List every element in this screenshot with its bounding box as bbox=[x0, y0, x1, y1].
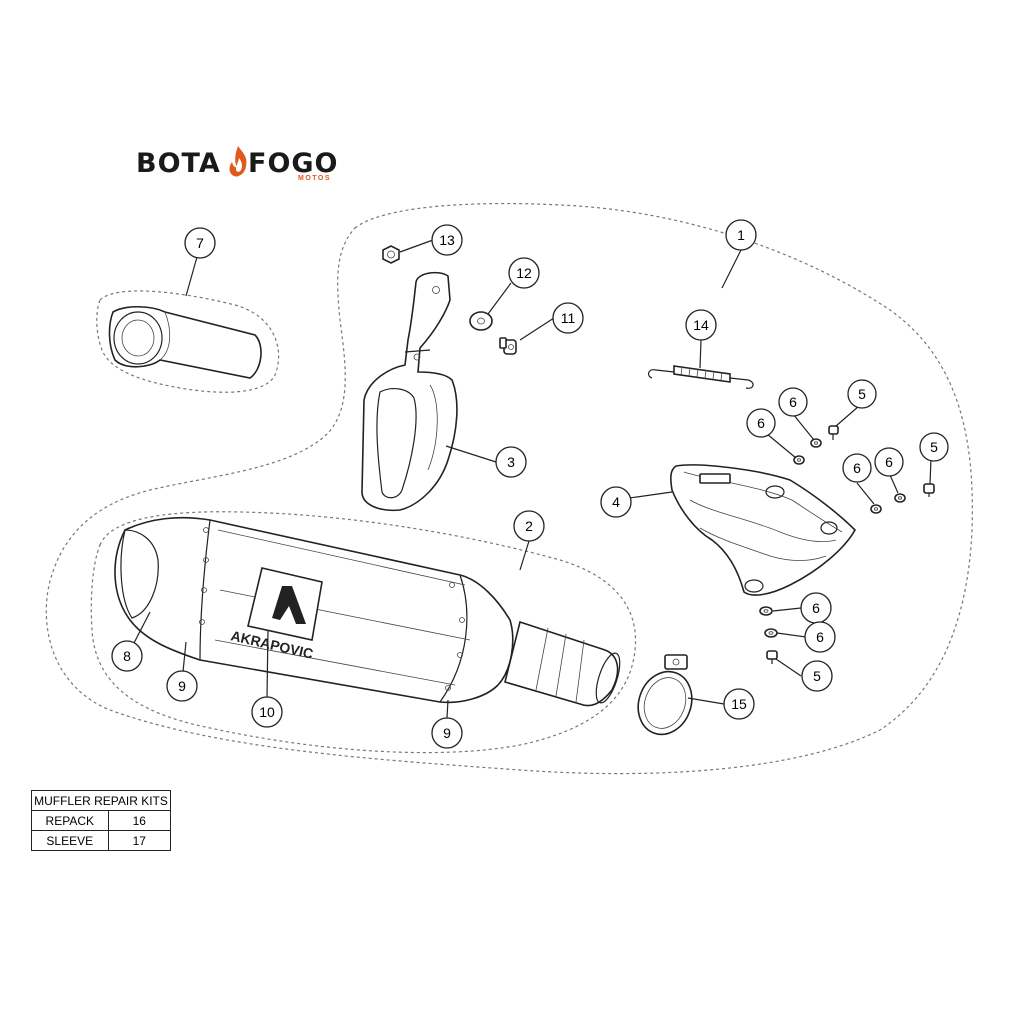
callout-label: 5 bbox=[930, 439, 938, 455]
callout-3: 3 bbox=[495, 446, 527, 478]
callout-2: 2 bbox=[513, 510, 545, 542]
callout-label: 5 bbox=[813, 668, 821, 684]
kit-name: SLEEVE bbox=[31, 830, 109, 851]
screw-part bbox=[766, 650, 778, 664]
callout-6: 6 bbox=[842, 453, 872, 483]
table-header-row: MUFFLER REPAIR KITS bbox=[31, 790, 171, 811]
bracket-part bbox=[361, 271, 458, 512]
table-header: MUFFLER REPAIR KITS bbox=[31, 790, 171, 811]
callout-6: 6 bbox=[804, 621, 836, 653]
washer-small-part bbox=[793, 455, 805, 465]
callout-label: 4 bbox=[612, 494, 620, 510]
callout-14: 14 bbox=[685, 309, 717, 341]
heat-shield-part bbox=[670, 464, 856, 596]
table-row: REPACK 16 bbox=[31, 810, 172, 831]
callout-10: 10 bbox=[251, 696, 283, 728]
washer-part bbox=[469, 311, 493, 331]
callout-9: 9 bbox=[166, 670, 198, 702]
callout-label: 9 bbox=[443, 725, 451, 741]
callout-label: 11 bbox=[561, 310, 576, 326]
callout-6: 6 bbox=[746, 408, 776, 438]
callout-label: 5 bbox=[858, 386, 866, 402]
brand-subtitle: MOTOS bbox=[298, 175, 332, 182]
clamp-part bbox=[637, 654, 693, 736]
brand-logo: BOTA FOGO MOTOS bbox=[136, 146, 346, 190]
bolt-part bbox=[499, 337, 517, 355]
muffler-repair-kits-table: MUFFLER REPAIR KITS REPACK 16 SLEEVE 17 bbox=[31, 790, 172, 851]
screw-part bbox=[923, 483, 935, 497]
hardware-set bbox=[759, 425, 935, 664]
callout-label: 6 bbox=[885, 454, 893, 470]
washer-small-part bbox=[810, 438, 822, 448]
callout-label: 15 bbox=[731, 696, 747, 712]
callout-8: 8 bbox=[111, 640, 143, 672]
callout-9: 9 bbox=[431, 717, 463, 749]
callout-label: 2 bbox=[525, 518, 533, 534]
callout-5: 5 bbox=[801, 660, 833, 692]
callout-label: 6 bbox=[789, 394, 797, 410]
kit-number: 17 bbox=[107, 830, 172, 851]
table-row: SLEEVE 17 bbox=[31, 830, 172, 851]
callout-label: 6 bbox=[816, 629, 824, 645]
callout-label: 9 bbox=[178, 678, 186, 694]
brand-word-right: FOGO bbox=[248, 148, 339, 179]
callout-label: 6 bbox=[853, 460, 861, 476]
muffler-part: AKRAPOVIC bbox=[114, 516, 621, 707]
callout-label: 7 bbox=[196, 235, 204, 251]
callout-1: 1 bbox=[725, 219, 757, 251]
callout-6: 6 bbox=[874, 447, 904, 477]
callout-label: 13 bbox=[439, 232, 455, 248]
washer-small-part bbox=[759, 606, 773, 616]
kit-number: 16 bbox=[107, 810, 172, 831]
callout-11: 11 bbox=[552, 302, 584, 334]
assembly-outline-main bbox=[45, 202, 973, 775]
callout-label: 6 bbox=[812, 600, 820, 616]
washer-small-part bbox=[870, 504, 882, 514]
assembly-outline-endcap bbox=[96, 290, 280, 393]
callout-12: 12 bbox=[508, 257, 540, 289]
nut-part bbox=[382, 245, 400, 264]
callout-6: 6 bbox=[800, 592, 832, 624]
callout-4: 4 bbox=[600, 486, 632, 518]
callout-label: 10 bbox=[259, 704, 275, 720]
flame-icon bbox=[229, 146, 247, 177]
leader-lines bbox=[133, 239, 932, 719]
callout-5: 5 bbox=[919, 432, 949, 462]
callout-6: 6 bbox=[778, 387, 808, 417]
callout-5: 5 bbox=[847, 379, 877, 409]
washer-small-part bbox=[764, 628, 778, 638]
callout-label: 3 bbox=[507, 454, 515, 470]
brand-word-left: BOTA bbox=[136, 148, 221, 179]
spring-part bbox=[647, 365, 754, 389]
callout-label: 6 bbox=[757, 415, 765, 431]
callout-13: 13 bbox=[431, 224, 463, 256]
callout-15: 15 bbox=[723, 688, 755, 720]
kit-name: REPACK bbox=[31, 810, 109, 831]
screw-part bbox=[828, 425, 839, 440]
callout-label: 1 bbox=[737, 227, 745, 243]
callout-label: 8 bbox=[123, 648, 131, 664]
callout-label: 12 bbox=[516, 265, 532, 281]
end-cap-part bbox=[108, 305, 262, 379]
callout-7: 7 bbox=[184, 227, 216, 259]
washer-small-part bbox=[894, 493, 906, 503]
callout-label: 14 bbox=[693, 317, 709, 333]
